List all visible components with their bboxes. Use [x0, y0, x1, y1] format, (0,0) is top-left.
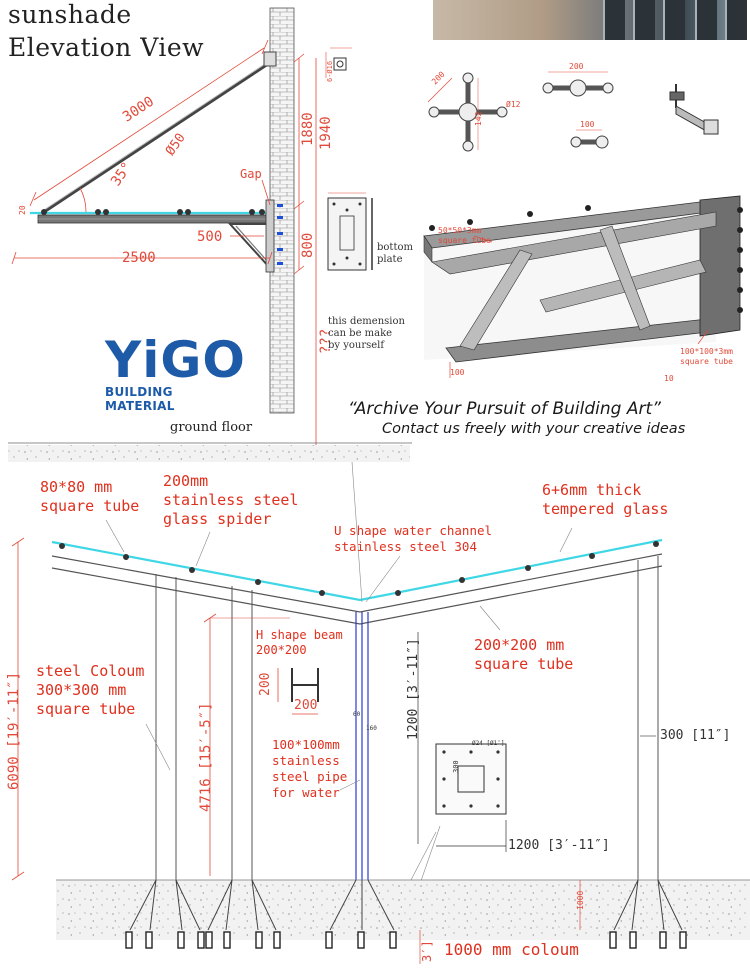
- dim-plate-small: Ø24 [Ø1″]: [472, 740, 505, 747]
- dim-pipe-160: 160: [366, 725, 377, 732]
- label-water-channel: U shape water channel stainless steel 30…: [334, 523, 493, 554]
- perspective-frame: [423, 195, 743, 378]
- spider4-142: 142: [474, 111, 483, 126]
- contact-line: Contact us freely with your creative ide…: [382, 421, 686, 437]
- tube-50-label: 50*50*3mm square tube: [438, 226, 491, 245]
- dim-column-300: 300 [11″]: [660, 728, 731, 743]
- label-80-tube: 80*80 mm square tube: [40, 478, 140, 515]
- title-elevation-view: Elevation View: [8, 33, 205, 62]
- tube-100-label: 100*100*3mm square tube: [680, 347, 733, 366]
- logo-subtitle: BUILDING MATERIAL: [105, 385, 175, 413]
- dim-1940: 1940: [318, 116, 334, 150]
- dim-small-top: 6-Ø16: [326, 60, 334, 82]
- dim-plate-vertical: 1200 [3′-11″]: [406, 638, 421, 740]
- label-h-beam: H shape beam 200*200: [256, 628, 343, 657]
- dim-500: 500: [197, 229, 223, 245]
- dim-foot-3: 3′]: [420, 940, 434, 962]
- logo-wordmark: YiGO: [105, 331, 246, 389]
- perspective-dim-10: 10: [664, 374, 674, 383]
- dim-left-small: 20: [18, 205, 27, 215]
- dim-h-beam-width: 200: [294, 698, 318, 713]
- slogan-line: “Archive Your Pursuit of Building Art”: [348, 399, 661, 419]
- ground-floor-label: ground floor: [170, 420, 253, 435]
- spider4-dia: Ø12: [506, 100, 521, 109]
- perspective-dim-100: 100: [450, 368, 465, 377]
- dim-plate-horizontal: 1200 [3′-11″]: [508, 838, 610, 853]
- title-sunshade: sunshade: [8, 0, 132, 29]
- label-glass-spider: 200mm stainless steel glass spider: [163, 472, 299, 528]
- building-photo: [433, 0, 747, 40]
- label-200-tube: 200*200 mm square tube: [474, 636, 574, 673]
- dim-4716: 4716 [15′-5″]: [198, 702, 214, 812]
- spider2-200: 200: [569, 62, 584, 71]
- label-1000-column: 1000 mm coloum: [444, 940, 579, 959]
- label-tempered-glass: 6+6mm thick tempered glass: [542, 481, 669, 518]
- dim-1880: 1880: [300, 112, 316, 146]
- custom-dimension-note: this demension can be make by yourself: [328, 316, 405, 351]
- label-steel-column: steel Coloum 300*300 mm square tube: [36, 662, 145, 718]
- dim-foot-1000: 1000: [576, 890, 585, 910]
- label-steel-pipe: 100*100mm stainless steel pipe for water: [272, 737, 348, 800]
- yigo-logo: YiGO BUILDING MATERIAL: [105, 335, 245, 413]
- spider1-100: 100: [580, 120, 595, 129]
- dim-gap: Gap: [240, 167, 262, 181]
- dim-h-beam-height: 200: [258, 672, 273, 696]
- dim-2500: 2500: [122, 250, 156, 266]
- dim-pipe-60: 60: [353, 711, 361, 718]
- dim-plate-300: 300: [452, 760, 460, 773]
- dim-6090: 6090 [19′-11″]: [6, 671, 22, 790]
- dim-800: 800: [300, 232, 316, 258]
- bottom-plate-label: bottom plate: [377, 242, 413, 265]
